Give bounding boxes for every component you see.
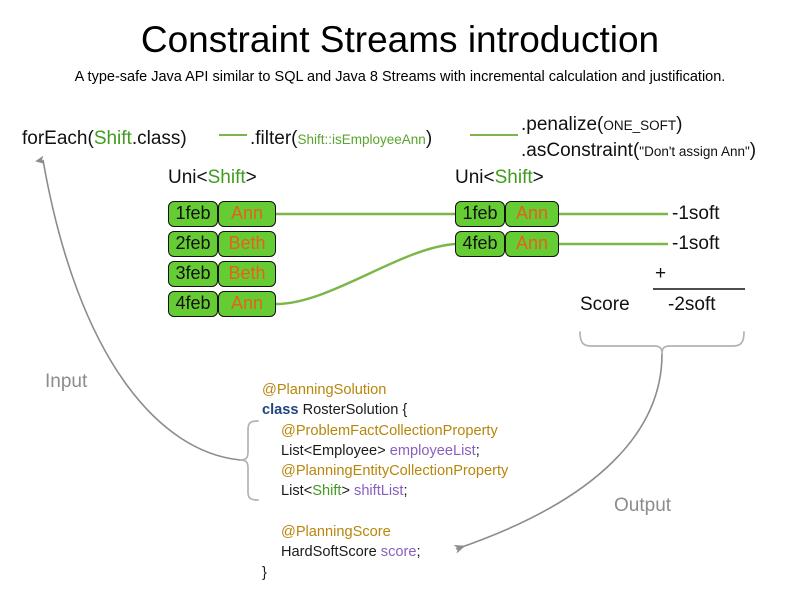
code-field-shiftlist-mid: > — [341, 483, 355, 500]
sum-divider-rule — [653, 288, 745, 290]
code-keyword-class: class — [262, 402, 299, 419]
fact-date: 2feb — [168, 231, 218, 257]
code-field-employeelist-type: List<Employee> — [281, 442, 390, 459]
code-field-score-name: score — [380, 544, 417, 561]
asconstraint-arg: "Don't assign Ann" — [639, 144, 750, 159]
uni-right-suffix: > — [532, 167, 544, 188]
filter-arg: ::isEmployeeAnn — [324, 132, 426, 147]
asconstraint-prefix: .asConstraint( — [521, 140, 640, 161]
pipeline-stage-foreach: forEach(Shift.class) — [22, 128, 187, 150]
code-annotation-planningscore: @PlanningScore — [281, 524, 391, 541]
page-title: Constraint Streams introduction — [140, 19, 660, 60]
stream-caption-left: Uni<Shift> — [168, 167, 257, 189]
code-field-employeelist-name: employeeList — [389, 442, 476, 459]
uni-right-type: Shift — [494, 167, 533, 188]
pipeline-stage-penalize: .penalize(ONE_SOFT) — [521, 114, 682, 137]
code-annotation-planningentity: @PlanningEntityCollectionProperty — [281, 463, 509, 480]
penalize-prefix: .penalize( — [521, 114, 604, 135]
fact-date: 1feb — [455, 201, 505, 227]
code-annotation-planningsolution: @PlanningSolution — [262, 382, 387, 398]
fact-employee: Ann — [218, 201, 276, 227]
pipeline-stage-asconstraint: .asConstraint("Don't assign Ann") — [521, 140, 756, 163]
code-field-score-type: HardSoftScore — [281, 544, 381, 561]
filter-type: Shift — [297, 132, 325, 147]
page-subtitle: A type-safe Java API similar to SQL and … — [74, 69, 726, 85]
penalty-value: -1soft — [672, 233, 720, 254]
code-field-shiftlist-end: ; — [403, 483, 408, 500]
code-field-shiftlist-name: shiftList — [354, 483, 404, 500]
foreach-prefix: forEach( — [22, 128, 94, 149]
uni-left-suffix: > — [245, 167, 257, 188]
code-block: @PlanningSolution class RosterSolution {… — [262, 380, 508, 583]
fact-date: 1feb — [168, 201, 218, 227]
stream-caption-right: Uni<Shift> — [455, 167, 544, 189]
code-field-shiftlist-pre: List< — [281, 483, 313, 500]
uni-left-prefix: Uni< — [168, 167, 208, 188]
score-label: Score — [580, 294, 630, 315]
filter-prefix: .filter( — [250, 128, 298, 149]
uni-left-type: Shift — [207, 167, 246, 188]
score-brace — [579, 331, 745, 355]
score-total-value: -2soft — [668, 294, 716, 315]
code-annotation-problemfact: @ProblemFactCollectionProperty — [281, 422, 498, 439]
fact-date: 4feb — [455, 231, 505, 257]
fact-employee: Ann — [218, 291, 276, 317]
asconstraint-suffix: ) — [749, 140, 757, 161]
stream-link-4feb — [275, 242, 456, 306]
code-field-shiftlist-generic: Shift — [312, 483, 342, 500]
uni-right-prefix: Uni< — [455, 167, 495, 188]
input-label: Input — [45, 371, 88, 392]
code-field-employeelist-end: ; — [475, 442, 480, 459]
foreach-type: Shift — [93, 128, 132, 149]
code-field-score-end: ; — [416, 544, 421, 561]
fact-employee: Beth — [218, 261, 276, 287]
code-class-name: RosterSolution { — [298, 402, 408, 419]
output-label: Output — [614, 495, 672, 516]
foreach-suffix: .class) — [131, 128, 187, 149]
fact-employee: Beth — [218, 231, 276, 257]
fact-employee: Ann — [505, 231, 559, 257]
code-fields-brace — [239, 420, 259, 501]
penalize-suffix: ) — [676, 114, 683, 135]
sum-operator: + — [655, 263, 667, 284]
penalize-arg: ONE_SOFT — [603, 118, 677, 133]
fact-date: 3feb — [168, 261, 218, 287]
filter-suffix: ) — [425, 128, 433, 149]
penalty-value: -1soft — [672, 203, 720, 224]
fact-employee: Ann — [505, 201, 559, 227]
pipeline-stage-filter: .filter(Shift::isEmployeeAnn) — [250, 128, 432, 151]
fact-date: 4feb — [168, 291, 218, 317]
code-closing-brace: } — [262, 564, 267, 581]
